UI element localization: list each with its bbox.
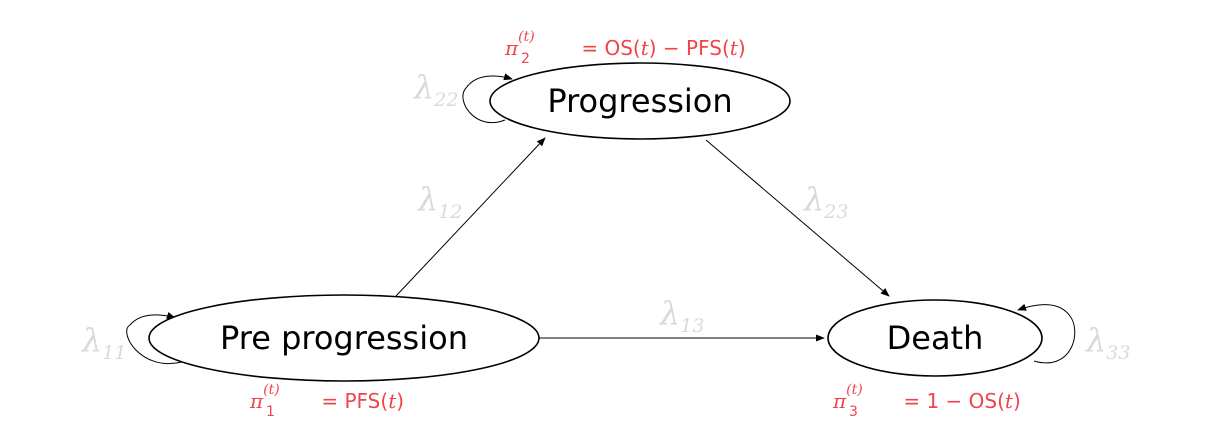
self-loop-progression	[462, 73, 513, 123]
rate-label-lambda-22: λ22	[412, 68, 458, 111]
probability-label-pi-1: π(t)1 = PFS(t)	[249, 382, 404, 420]
node-death: Death	[827, 299, 1043, 377]
edge-progression-to-death	[705, 139, 890, 297]
rate-label-lambda-11: λ11	[80, 321, 126, 364]
probability-label-pi-3: π(t)3 = 1 − OS(t)	[832, 382, 1021, 420]
node-pre-progression: Pre progression	[148, 294, 540, 382]
rate-label-lambda-23: λ23	[802, 180, 848, 223]
self-loop-pre-progression	[126, 312, 183, 365]
edge-pre-to-progression	[395, 137, 546, 297]
node-progression: Progression	[489, 62, 791, 140]
self-loop-death	[1017, 303, 1076, 364]
node-label-progression: Progression	[547, 82, 732, 120]
node-label-pre-progression: Pre progression	[220, 319, 468, 357]
rate-label-lambda-33: λ33	[1084, 321, 1130, 364]
rate-label-lambda-12: λ12	[416, 180, 462, 223]
rate-label-lambda-13: λ13	[658, 294, 704, 337]
probability-label-pi-2: π(t)2 = OS(t) − PFS(t)	[504, 29, 746, 67]
node-label-death: Death	[887, 319, 984, 357]
